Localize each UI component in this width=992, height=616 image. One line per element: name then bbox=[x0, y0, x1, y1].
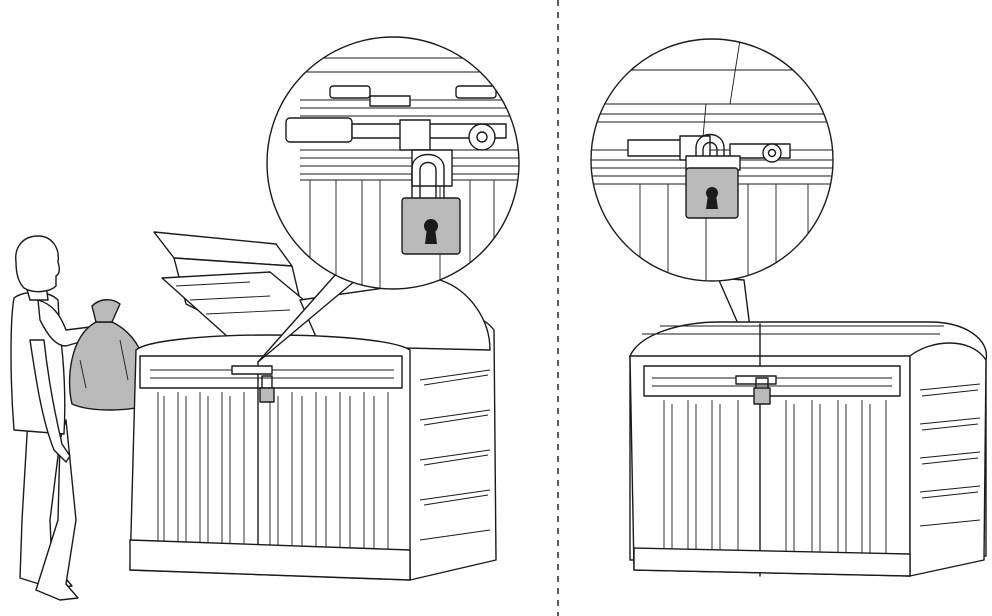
padlock-icon bbox=[401, 197, 461, 255]
padlock-icon bbox=[685, 167, 739, 219]
zoom-circle-right bbox=[590, 38, 834, 282]
left-panel bbox=[10, 36, 520, 601]
storage-box-closed bbox=[629, 321, 988, 577]
person-icon bbox=[10, 235, 101, 601]
trash-bag-icon bbox=[68, 299, 151, 411]
storage-box-open bbox=[129, 231, 497, 581]
right-panel bbox=[590, 38, 988, 577]
zoom-circle-left bbox=[266, 36, 520, 290]
